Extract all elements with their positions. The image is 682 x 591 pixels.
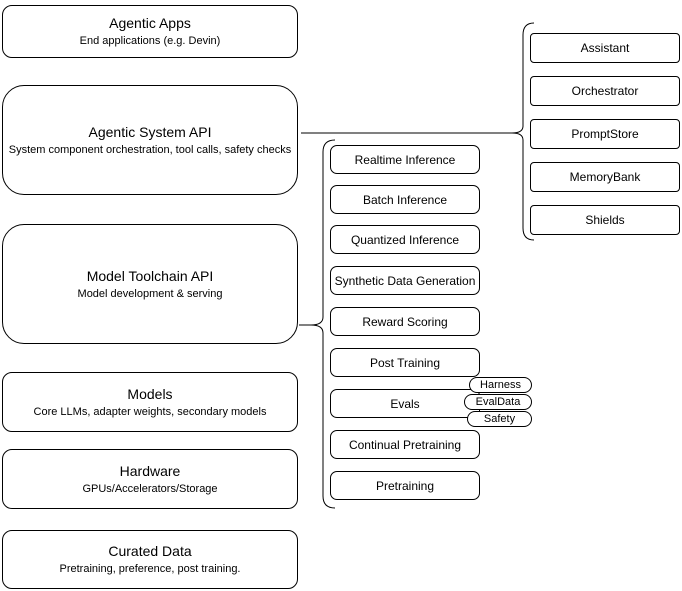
node-agentic-apps: Agentic Apps End applications (e.g. Devi… bbox=[2, 5, 298, 58]
tag-evaldata: EvalData bbox=[464, 394, 532, 410]
node-model-toolchain-api-title: Model Toolchain API bbox=[86, 267, 214, 284]
node-agentic-system-api: Agentic System API System component orch… bbox=[2, 85, 298, 195]
node-orchestrator: Orchestrator bbox=[530, 76, 680, 106]
node-hardware-title: Hardware bbox=[119, 462, 181, 479]
node-continual-pretraining: Continual Pretraining bbox=[330, 430, 480, 459]
node-reward-scoring: Reward Scoring bbox=[330, 307, 480, 336]
node-hardware: Hardware GPUs/Accelerators/Storage bbox=[2, 449, 298, 509]
node-models-subtitle: Core LLMs, adapter weights, secondary mo… bbox=[33, 405, 267, 418]
system-components-bracket bbox=[511, 22, 535, 241]
tag-safety: Safety bbox=[467, 411, 532, 427]
tag-harness: Harness bbox=[469, 377, 532, 393]
node-models-title: Models bbox=[127, 385, 173, 402]
node-shields: Shields bbox=[530, 205, 680, 235]
node-agentic-system-api-title: Agentic System API bbox=[88, 123, 212, 140]
node-promptstore: PromptStore bbox=[530, 119, 680, 149]
node-hardware-subtitle: GPUs/Accelerators/Storage bbox=[82, 482, 218, 495]
node-post-training: Post Training bbox=[330, 348, 480, 377]
node-model-toolchain-api: Model Toolchain API Model development & … bbox=[2, 224, 298, 344]
node-curated-data-title: Curated Data bbox=[108, 543, 192, 559]
node-agentic-apps-subtitle: End applications (e.g. Devin) bbox=[79, 35, 221, 47]
node-pretraining: Pretraining bbox=[330, 471, 480, 500]
node-agentic-apps-title: Agentic Apps bbox=[109, 15, 191, 31]
node-quantized-inference: Quantized Inference bbox=[330, 225, 480, 254]
node-model-toolchain-api-subtitle: Model development & serving bbox=[77, 287, 223, 300]
node-curated-data: Curated Data Pretraining, preference, po… bbox=[2, 530, 298, 589]
toolchain-bracket bbox=[310, 139, 336, 509]
node-memorybank: MemoryBank bbox=[530, 162, 680, 192]
node-synthetic-data-generation: Synthetic Data Generation bbox=[330, 266, 480, 295]
node-models: Models Core LLMs, adapter weights, secon… bbox=[2, 372, 298, 432]
node-batch-inference: Batch Inference bbox=[330, 185, 480, 214]
node-assistant: Assistant bbox=[530, 33, 680, 63]
node-agentic-system-api-subtitle: System component orchestration, tool cal… bbox=[8, 143, 292, 156]
node-curated-data-subtitle: Pretraining, preference, post training. bbox=[59, 563, 241, 575]
node-evals: Evals bbox=[330, 389, 480, 418]
node-realtime-inference: Realtime Inference bbox=[330, 145, 480, 174]
